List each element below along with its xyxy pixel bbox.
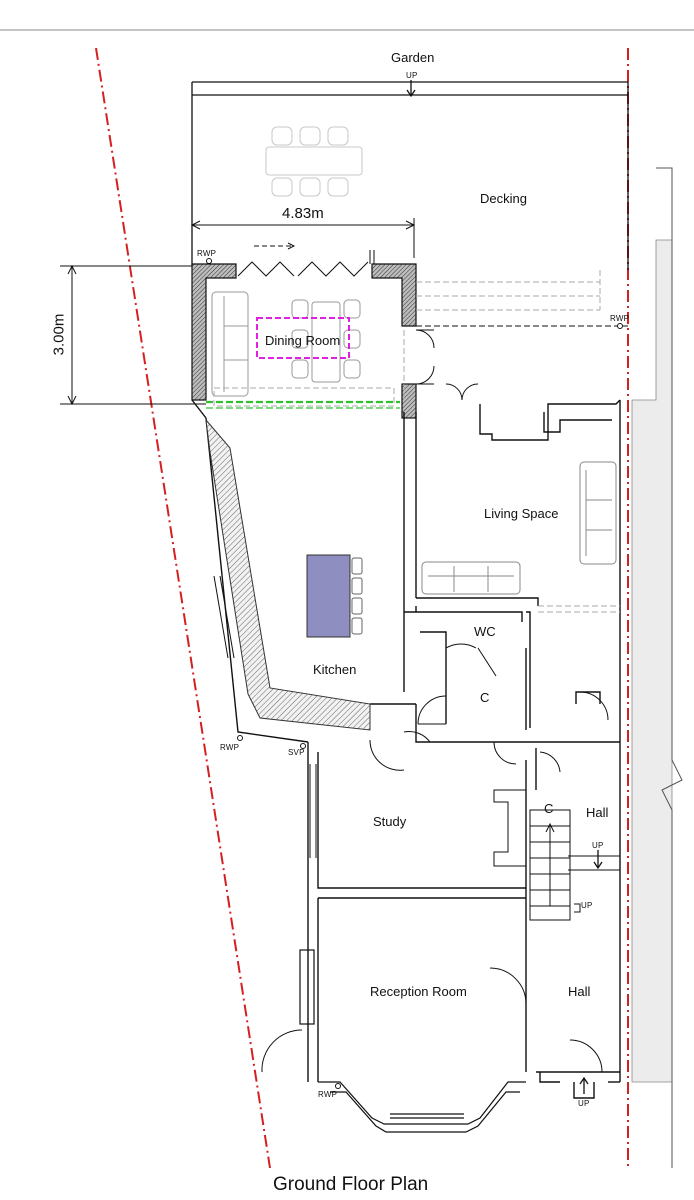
living-space-label: Living Space <box>484 506 559 521</box>
study-features <box>309 764 526 867</box>
up-label-garden: UP <box>406 71 418 80</box>
kitchen-label: Kitchen <box>313 662 357 677</box>
kitchen-worktop <box>205 418 371 731</box>
wc-label: WC <box>474 624 496 639</box>
rwp-label-4: RWP <box>318 1090 338 1099</box>
dining-furniture <box>211 291 361 397</box>
svp-label: SVP <box>288 748 305 757</box>
up-arrows <box>406 80 603 1094</box>
up-label-hall: UP <box>592 841 604 850</box>
cupboard-label-1: C <box>480 690 490 705</box>
bay-window <box>299 949 526 1133</box>
internal-doors <box>261 643 609 1073</box>
rwp-label-1: RWP <box>197 249 217 258</box>
dining-room-label: Dining Room <box>265 333 341 348</box>
island-stools <box>351 557 363 635</box>
up-label-stairs: UP <box>581 901 593 910</box>
hall-label-1: Hall <box>586 805 609 820</box>
pipe-markers <box>206 258 623 1089</box>
decking-area <box>191 81 629 270</box>
living-sofas <box>421 461 617 595</box>
french-doors <box>415 329 479 401</box>
proposal-outline <box>256 317 350 359</box>
dimension-lines <box>60 218 416 406</box>
existing-structure-dashed <box>213 270 601 407</box>
drawing-title: Ground Floor Plan <box>273 1174 429 1195</box>
rwp-label-2: RWP <box>610 314 630 323</box>
rwp-label-3: RWP <box>220 743 240 752</box>
decking-label: Decking <box>480 191 527 206</box>
reception-room-label: Reception Room <box>370 984 467 999</box>
kitchen-window <box>213 575 235 659</box>
staircase <box>529 809 620 921</box>
garden-label: Garden <box>391 50 435 65</box>
width-dimension-label: 4.83m <box>282 205 324 222</box>
decking-table-ghost <box>265 126 363 197</box>
house-walls <box>191 399 621 1099</box>
bifold-doors <box>237 242 375 277</box>
cupboard-label-2: C <box>544 801 554 816</box>
study-label: Study <box>373 814 407 829</box>
living-dashed-wall <box>538 605 620 613</box>
up-label-entrance: UP <box>578 1099 590 1108</box>
kitchen-island <box>306 554 351 638</box>
neighbour-property <box>631 167 683 1168</box>
hall-label-2: Hall <box>568 984 591 999</box>
height-dimension-label: 3.00m <box>50 313 68 356</box>
